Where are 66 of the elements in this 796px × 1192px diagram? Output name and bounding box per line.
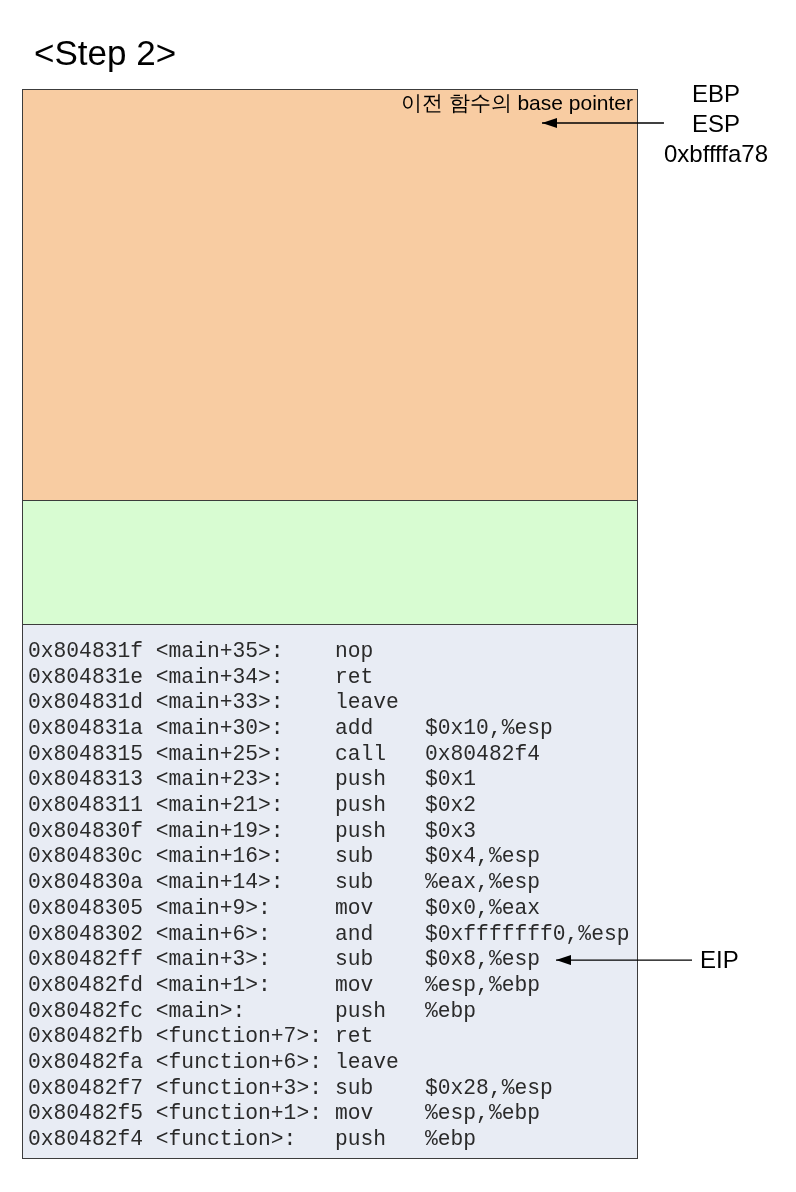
instruction-mnemonic: and xyxy=(335,921,374,948)
instruction-address: 0x80482f4 <function>: xyxy=(28,1127,297,1153)
instruction-operand: $0xfffffff0,%esp xyxy=(425,921,630,948)
arrow xyxy=(555,955,693,966)
instruction-address: 0x80482f5 <function+1>: xyxy=(28,1101,322,1128)
instruction-mnemonic: sub xyxy=(335,1075,374,1102)
instruction-address: 0x804831f <main+35>: xyxy=(28,638,284,665)
instruction-address: 0x804830a <main+14>: xyxy=(28,870,284,896)
stack-region xyxy=(22,89,638,501)
instruction-address: 0x80482fd <main+1>: xyxy=(28,972,271,999)
instruction-operand: $0x1 xyxy=(425,767,477,794)
instruction-mnemonic: mov xyxy=(335,972,374,999)
instruction-operand: $0x10,%esp xyxy=(425,715,553,742)
instruction-address: 0x804831a <main+30>: xyxy=(28,715,284,742)
instruction-mnemonic: push xyxy=(335,767,387,794)
instruction-operand: $0x8,%esp xyxy=(425,947,541,973)
instruction-mnemonic: ret xyxy=(335,1024,374,1051)
instruction-mnemonic: push xyxy=(335,998,387,1025)
register-label: ESP xyxy=(692,108,740,139)
instruction-operand: $0x28,%esp xyxy=(425,1075,553,1102)
instruction-mnemonic: mov xyxy=(335,895,374,922)
instruction-mnemonic: push xyxy=(335,1127,387,1153)
instruction-address: 0x80482ff <main+3>: xyxy=(28,947,271,973)
stack-slot-label: 이전 함수의 base pointer xyxy=(400,91,633,115)
instruction-mnemonic: ret xyxy=(335,664,374,691)
instruction-address: 0x80482fb <function+7>: xyxy=(28,1024,322,1051)
instruction-address: 0x8048305 <main+9>: xyxy=(28,895,271,922)
stack-region xyxy=(22,500,638,625)
instruction-operand: %ebp xyxy=(425,998,477,1025)
address-label: 0xbffffa78 xyxy=(663,138,769,169)
instruction-operand: 0x80482f4 xyxy=(425,741,541,768)
instruction-mnemonic: leave xyxy=(335,1050,399,1076)
arrow xyxy=(541,118,665,128)
instruction-operand: %esp,%ebp xyxy=(425,972,541,999)
instruction-address: 0x80482fc <main>: xyxy=(28,998,246,1025)
instruction-address: 0x80482fa <function+6>: xyxy=(28,1050,322,1076)
code-box xyxy=(22,624,638,1159)
instruction-mnemonic: sub xyxy=(335,844,374,871)
instruction-operand: $0x4,%esp xyxy=(425,844,541,871)
instruction-mnemonic: mov xyxy=(335,1101,374,1128)
register-label: EBP xyxy=(692,78,740,109)
instruction-address: 0x804830c <main+16>: xyxy=(28,844,284,871)
instruction-mnemonic: call xyxy=(335,741,387,768)
instruction-operand: %eax,%esp xyxy=(425,870,541,896)
instruction-address: 0x8048313 <main+23>: xyxy=(28,767,284,794)
instruction-address: 0x8048315 <main+25>: xyxy=(28,741,284,768)
instruction-mnemonic: push xyxy=(335,818,387,845)
instruction-address: 0x804830f <main+19>: xyxy=(28,818,284,845)
instruction-address: 0x804831d <main+33>: xyxy=(28,690,284,716)
title: <Step 2> xyxy=(34,33,177,73)
instruction-mnemonic: sub xyxy=(335,947,374,973)
instruction-address: 0x8048302 <main+6>: xyxy=(28,921,271,948)
instruction-address: 0x80482f7 <function+3>: xyxy=(28,1075,322,1102)
instruction-operand: %ebp xyxy=(425,1127,477,1153)
instruction-mnemonic: add xyxy=(335,715,374,742)
instruction-operand: $0x2 xyxy=(425,793,477,819)
instruction-address: 0x804831e <main+34>: xyxy=(28,664,284,691)
instruction-mnemonic: leave xyxy=(335,690,399,716)
instruction-address: 0x8048311 <main+21>: xyxy=(28,793,284,819)
register-label: EIP xyxy=(700,945,739,976)
instruction-operand: $0x0,%eax xyxy=(425,895,541,922)
instruction-mnemonic: push xyxy=(335,793,387,819)
instruction-operand: %esp,%ebp xyxy=(425,1101,541,1128)
instruction-operand: $0x3 xyxy=(425,818,477,845)
instruction-mnemonic: nop xyxy=(335,638,374,665)
instruction-mnemonic: sub xyxy=(335,870,374,896)
